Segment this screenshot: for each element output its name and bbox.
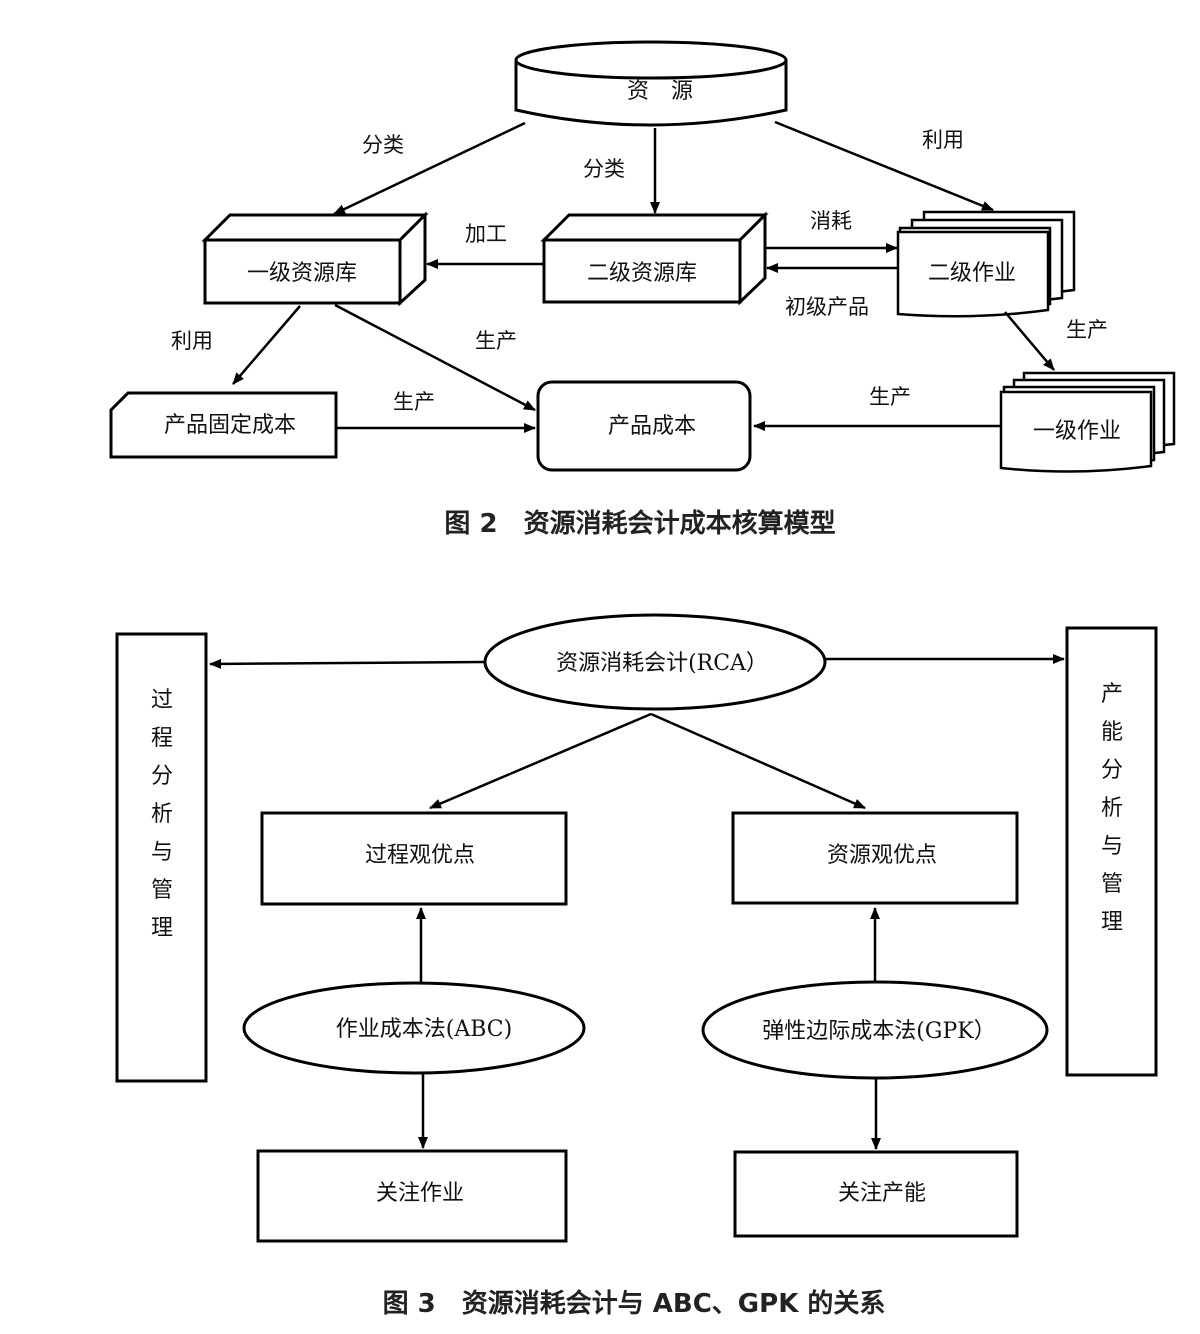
node-process-view-label: 过程观优点: [365, 843, 475, 868]
edge-rca-to-resource-view: [650, 712, 866, 810]
edge-label-produce-pool: 生产: [475, 329, 517, 353]
edge-rca-to-process-view: [429, 712, 652, 810]
node-resource-view-label: 资源观优点: [827, 843, 937, 868]
right-bar-char-1: 产: [1101, 682, 1123, 707]
figure-3-caption: 图 3 资源消耗会计与 ABC、GPK 的关系: [383, 1288, 886, 1319]
right-bar-char-5: 与: [1101, 834, 1123, 859]
edge-label-utilize-right: 利用: [922, 128, 964, 152]
node-resources-label: 资 源: [627, 79, 693, 104]
edge-activity2-to-activity1: [1004, 311, 1055, 371]
node-right-bar: 产 能 分 析 与 管 理: [1065, 626, 1158, 1077]
node-product-cost: 产品成本: [536, 380, 752, 472]
node-left-bar: 过 程 分 析 与 管 理: [115, 632, 208, 1083]
node-resource-view: 资源观优点: [731, 811, 1019, 905]
node-gpk-label: 弹性边际成本法(GPK）: [762, 1019, 995, 1044]
edge-label-produce-fixed: 生产: [393, 390, 435, 414]
node-level1-pool-label: 一级资源库: [247, 261, 357, 286]
figure-3: 过 程 分 析 与 管 理 产 能 分 析 与 管 理 资源消耗会计(RCA） …: [115, 613, 1158, 1319]
node-process-view: 过程观优点: [260, 811, 568, 906]
node-rca-label: 资源消耗会计(RCA）: [556, 651, 768, 676]
node-product-cost-label: 产品成本: [608, 414, 696, 439]
node-level2-pool: 二级资源库: [540, 211, 769, 306]
edge-label-classify-mid: 分类: [583, 157, 625, 181]
node-level1-pool: 一级资源库: [201, 211, 429, 307]
left-bar-char-5: 与: [151, 840, 173, 865]
left-bar-char-1: 过: [151, 688, 173, 713]
edge-level1-to-product: [334, 303, 536, 412]
node-focus-capacity: 关注产能: [733, 1150, 1019, 1238]
edge-resources-to-level1: [333, 121, 526, 216]
node-focus-activity: 关注作业: [256, 1149, 568, 1243]
left-bar-char-7: 理: [151, 916, 173, 941]
left-bar-char-6: 管: [151, 878, 173, 903]
node-level2-pool-label: 二级资源库: [587, 261, 697, 286]
edge-level1-to-fixed: [232, 305, 301, 385]
edge-rca-to-left-bar: [209, 658, 485, 669]
node-fixed-cost-label: 产品固定成本: [164, 413, 296, 438]
node-abc: 作业成本法(ABC): [242, 981, 586, 1075]
node-level1-activity-label: 一级作业: [1033, 419, 1121, 444]
left-bar-char-4: 析: [151, 802, 173, 827]
edge-resources-to-activity2: [774, 120, 994, 212]
node-resources: 资 源: [514, 40, 788, 127]
edge-label-consume: 消耗: [810, 209, 852, 233]
node-fixed-cost: 产品固定成本: [109, 391, 338, 459]
node-level2-activity-label: 二级作业: [928, 261, 1016, 286]
edge-label-classify-left: 分类: [362, 133, 404, 157]
left-bar-char-3: 分: [151, 764, 173, 789]
node-level1-activity: 一级作业: [999, 371, 1176, 473]
edge-label-primary-product: 初级产品: [785, 295, 869, 319]
edge-label-utilize-left: 利用: [171, 329, 213, 353]
figure-2: 资 源 一级资源库 二级资源库 二级作业 产品固定成本: [109, 40, 1176, 539]
node-focus-activity-label: 关注作业: [376, 1181, 464, 1206]
right-bar-char-4: 析: [1101, 796, 1123, 821]
figure-2-caption: 图 2 资源消耗会计成本核算模型: [444, 508, 835, 539]
node-level2-activity: 二级作业: [896, 210, 1076, 318]
right-bar-char-2: 能: [1101, 720, 1123, 745]
edge-label-produce-activity1: 生产: [869, 385, 911, 409]
right-bar-char-3: 分: [1101, 758, 1123, 783]
right-bar-char-6: 管: [1101, 872, 1123, 897]
node-gpk: 弹性边际成本法(GPK）: [701, 980, 1049, 1080]
edge-label-produce-activity2: 生产: [1066, 318, 1108, 342]
right-bar-char-7: 理: [1101, 910, 1123, 935]
edge-label-process: 加工: [465, 222, 507, 246]
left-bar-char-2: 程: [151, 726, 173, 751]
node-rca: 资源消耗会计(RCA）: [483, 613, 827, 711]
node-focus-capacity-label: 关注产能: [838, 1181, 926, 1206]
node-abc-label: 作业成本法(ABC): [336, 1017, 512, 1042]
